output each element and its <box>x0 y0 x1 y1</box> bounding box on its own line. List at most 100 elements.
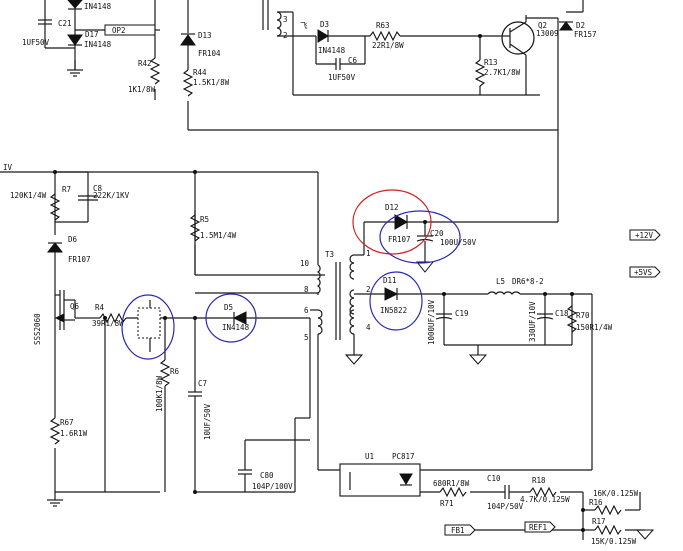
r18-value: 4.7K/0.125W <box>520 495 570 504</box>
r7-label: R7 <box>62 185 71 194</box>
u1-label: U1 <box>365 452 374 461</box>
c10-value: 104P/50V <box>487 502 524 511</box>
pin3-label: 3 <box>283 15 288 24</box>
fb1-label: FB1 <box>451 526 465 535</box>
blue-highlight-d5 <box>205 293 257 343</box>
r63-value: 22R1/8W <box>372 41 404 50</box>
d6-label: D6 <box>68 235 78 244</box>
pin5-label: 5 <box>304 333 309 342</box>
r44-label: R44 <box>193 68 207 77</box>
c21-value: 1UF50V <box>22 38 50 47</box>
c18-value: 330UF/10V <box>528 301 537 342</box>
out-5vs-label: +5VS <box>634 268 653 277</box>
op2-label: OP2 <box>112 26 126 35</box>
top-drive-area <box>262 0 584 130</box>
d3-value: IN4148 <box>318 46 346 55</box>
r5-label: R5 <box>200 215 209 224</box>
c20-value: 100U/50V <box>440 238 477 247</box>
d17-label: D17 <box>85 30 99 39</box>
out-12v-label: +12V <box>635 231 654 240</box>
c7-label: C7 <box>198 379 207 388</box>
pin2-top-label: 2 <box>283 31 288 40</box>
pin4-label: 4 <box>366 323 371 332</box>
q6-mosfet <box>54 290 85 330</box>
red-highlight-circle <box>352 189 432 255</box>
blue-highlight-c20 <box>379 210 461 264</box>
r67-label: R67 <box>60 418 74 427</box>
d-top1-value: IN4148 <box>84 2 112 11</box>
pin2-label: 2 <box>366 285 371 294</box>
feedback-network <box>238 338 655 540</box>
c80-value: 104P/100V <box>252 482 293 491</box>
q6-value: SSS2060 <box>33 313 42 345</box>
c8-label: C8 <box>93 184 103 193</box>
d5-label: D5 <box>224 303 233 312</box>
c8-value: 222K/1KV <box>93 191 130 200</box>
r42-value: 1K1/8W <box>128 85 156 94</box>
d5-value: IN4148 <box>222 323 250 332</box>
d13-value: FR104 <box>198 49 221 58</box>
r42-label: R42 <box>138 59 152 68</box>
d13-label: D13 <box>198 31 212 40</box>
c21-label: C21 <box>58 19 72 28</box>
r16-label: R16 <box>589 498 603 507</box>
junction-dots <box>53 34 585 532</box>
transformer-t3 <box>195 221 395 365</box>
r63-label: R63 <box>376 21 390 30</box>
d13-r44-column <box>180 0 558 131</box>
r4-label: R4 <box>95 303 105 312</box>
pin1-label: 1 <box>366 249 371 258</box>
d12-label: D12 <box>385 203 399 212</box>
r17-value: 15K/0.125W <box>591 537 637 546</box>
pin6-label: 6 <box>304 306 309 315</box>
r17-label: R17 <box>592 517 606 526</box>
r6-label: R6 <box>170 367 180 376</box>
q2-value: 13009 <box>536 29 559 38</box>
r6-value: 100K1/8W <box>155 375 164 412</box>
fei-label: 飞 <box>300 21 308 30</box>
pin8-label: 8 <box>304 285 309 294</box>
r5-value: 1.5M1/4W <box>200 231 237 240</box>
t3-label: T3 <box>325 250 334 259</box>
c18-label: C18 <box>555 309 569 318</box>
c7-value: 10UF/50V <box>203 403 212 440</box>
d12-value: FR107 <box>388 235 411 244</box>
r13-value: 2.7K1/8W <box>484 68 521 77</box>
r71-label: R71 <box>440 499 454 508</box>
blue-highlight-d11 <box>369 271 423 331</box>
r16-value: 16K/0.125W <box>593 489 639 498</box>
d2-label: D2 <box>576 21 585 30</box>
d3-label: D3 <box>320 20 329 29</box>
c80-label: C80 <box>260 471 274 480</box>
r4-value: 39R1/8W <box>92 319 124 328</box>
r67-value: 1.6R1W <box>60 429 88 438</box>
d2-value: FR157 <box>574 30 597 39</box>
r70-value: 150R1/4W <box>576 323 613 332</box>
r18-label: R18 <box>532 476 546 485</box>
l5-label: L5 <box>496 277 505 286</box>
drive-network <box>85 300 311 493</box>
c20-label: C20 <box>430 229 444 238</box>
d6-value: FR107 <box>68 255 91 264</box>
ref1-label: REF1 <box>529 523 547 532</box>
pin10-label: 10 <box>300 259 310 268</box>
input-rail <box>0 171 325 507</box>
v-in-label: IV <box>3 163 13 172</box>
l5-value: DR6*8-2 <box>512 277 544 286</box>
r7-value: 120K1/4W <box>10 191 47 200</box>
c19-label: C19 <box>455 309 469 318</box>
c10-label: C10 <box>487 474 501 483</box>
d11-label: D11 <box>383 276 397 285</box>
blue-highlight-r4-area <box>121 294 175 360</box>
q6-label: Q6 <box>70 302 80 311</box>
d11-value: IN5822 <box>380 306 407 315</box>
r13-label: R13 <box>484 58 498 67</box>
c6-value: 1UF50V <box>328 73 356 82</box>
c6-label: C6 <box>348 56 358 65</box>
d17-value: IN4148 <box>84 40 112 49</box>
output-connectors <box>629 229 661 278</box>
q2-label: Q2 <box>538 21 547 30</box>
pc817-label: PC817 <box>392 452 415 461</box>
output-5vs <box>384 287 593 470</box>
r71-value: 680R1/8W <box>433 479 470 488</box>
